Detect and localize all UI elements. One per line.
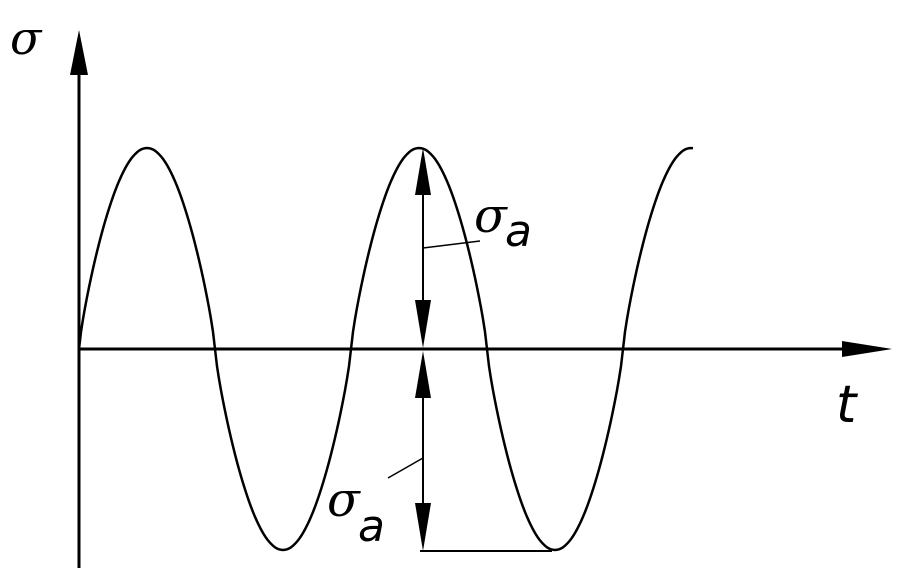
lower-amplitude-symbol: σ — [327, 472, 361, 528]
x-axis-label: t — [836, 375, 858, 435]
upper-amplitude-arrow-top — [415, 148, 431, 195]
stress-curve — [77, 146, 694, 552]
upper-amplitude-symbol: σ — [474, 188, 508, 244]
upper-amplitude-arrow-bottom — [415, 300, 431, 348]
upper-amplitude-subscript: a — [505, 206, 532, 257]
x-axis-arrowhead — [842, 341, 892, 357]
lower-amplitude-arrow-bottom — [415, 503, 431, 551]
upper-leader-line — [422, 240, 481, 249]
y-axis-arrowhead — [70, 30, 88, 75]
lower-leader-line — [387, 457, 424, 479]
lower-amplitude-arrow-top — [415, 351, 431, 398]
lower-amplitude-subscript: a — [358, 501, 385, 552]
y-axis-label: σ — [10, 11, 43, 65]
